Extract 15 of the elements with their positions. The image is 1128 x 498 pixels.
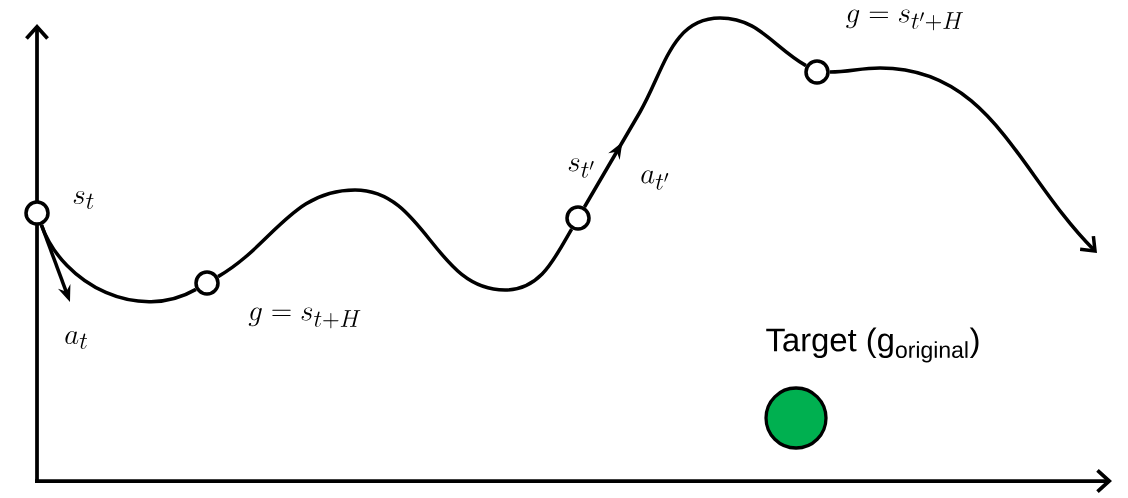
state-circle (194, 270, 220, 296)
state-label: $s_t$ (73, 191, 94, 209)
state-label: $g = s_{t'+H}$ (846, 9, 964, 31)
target-label: Target (g$_{original}$) (766, 327, 979, 363)
trajectory-curve (829, 66, 1097, 253)
action-label: $a_t$ (65, 331, 88, 349)
state-circle (804, 59, 830, 85)
target-circle (764, 386, 828, 450)
state-circle (565, 205, 591, 231)
state-circle (24, 200, 50, 226)
state-label: $s_{t'}$ (568, 158, 594, 178)
action-label: $a_{t'}$ (641, 170, 669, 190)
state-label: $g = s_{t+H}$ (248, 307, 361, 329)
trajectory-curve (217, 188, 574, 292)
trajectory-curve (582, 16, 807, 208)
